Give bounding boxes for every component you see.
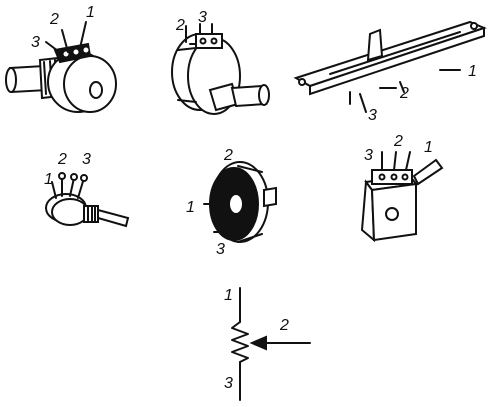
- potentiometer-symbol: 1 2 3: [224, 287, 311, 401]
- symbol-pin-label-2: 2: [279, 317, 289, 334]
- pin-label-2: 2: [399, 85, 409, 102]
- pin-label-3: 3: [198, 9, 207, 26]
- pin-label-2: 2: [393, 133, 403, 150]
- pot-rotary-rear-lugs: 3 2 1: [5, 4, 117, 113]
- pin-label-1: 1: [44, 171, 53, 188]
- pin-label-3: 3: [216, 241, 225, 258]
- pin-label-3: 3: [82, 151, 91, 168]
- pin-label-3: 3: [368, 107, 377, 124]
- pot-slide: 1 2 3: [293, 20, 487, 124]
- pot-small-rotary: 1 2 3: [44, 151, 130, 228]
- pin-label-2: 2: [175, 17, 185, 34]
- pin-label-2: 2: [57, 151, 67, 168]
- pin-label-1: 1: [468, 63, 477, 80]
- symbol-pin-label-3: 3: [224, 375, 233, 392]
- symbol-pin-label-1: 1: [224, 287, 233, 304]
- pin-label-1: 1: [86, 4, 95, 21]
- pot-rotary-side-lugs: 2 3: [171, 9, 270, 115]
- pot-cube-trimmer: 3 2 1: [360, 133, 444, 243]
- pot-trimmer-disc: 2 1 3: [186, 147, 277, 258]
- pin-label-3: 3: [364, 147, 373, 164]
- pin-label-2: 2: [49, 11, 59, 28]
- pin-label-1: 1: [424, 139, 433, 156]
- pin-label-2: 2: [223, 147, 233, 164]
- pin-label-1: 1: [186, 199, 195, 216]
- pin-label-3: 3: [31, 34, 40, 51]
